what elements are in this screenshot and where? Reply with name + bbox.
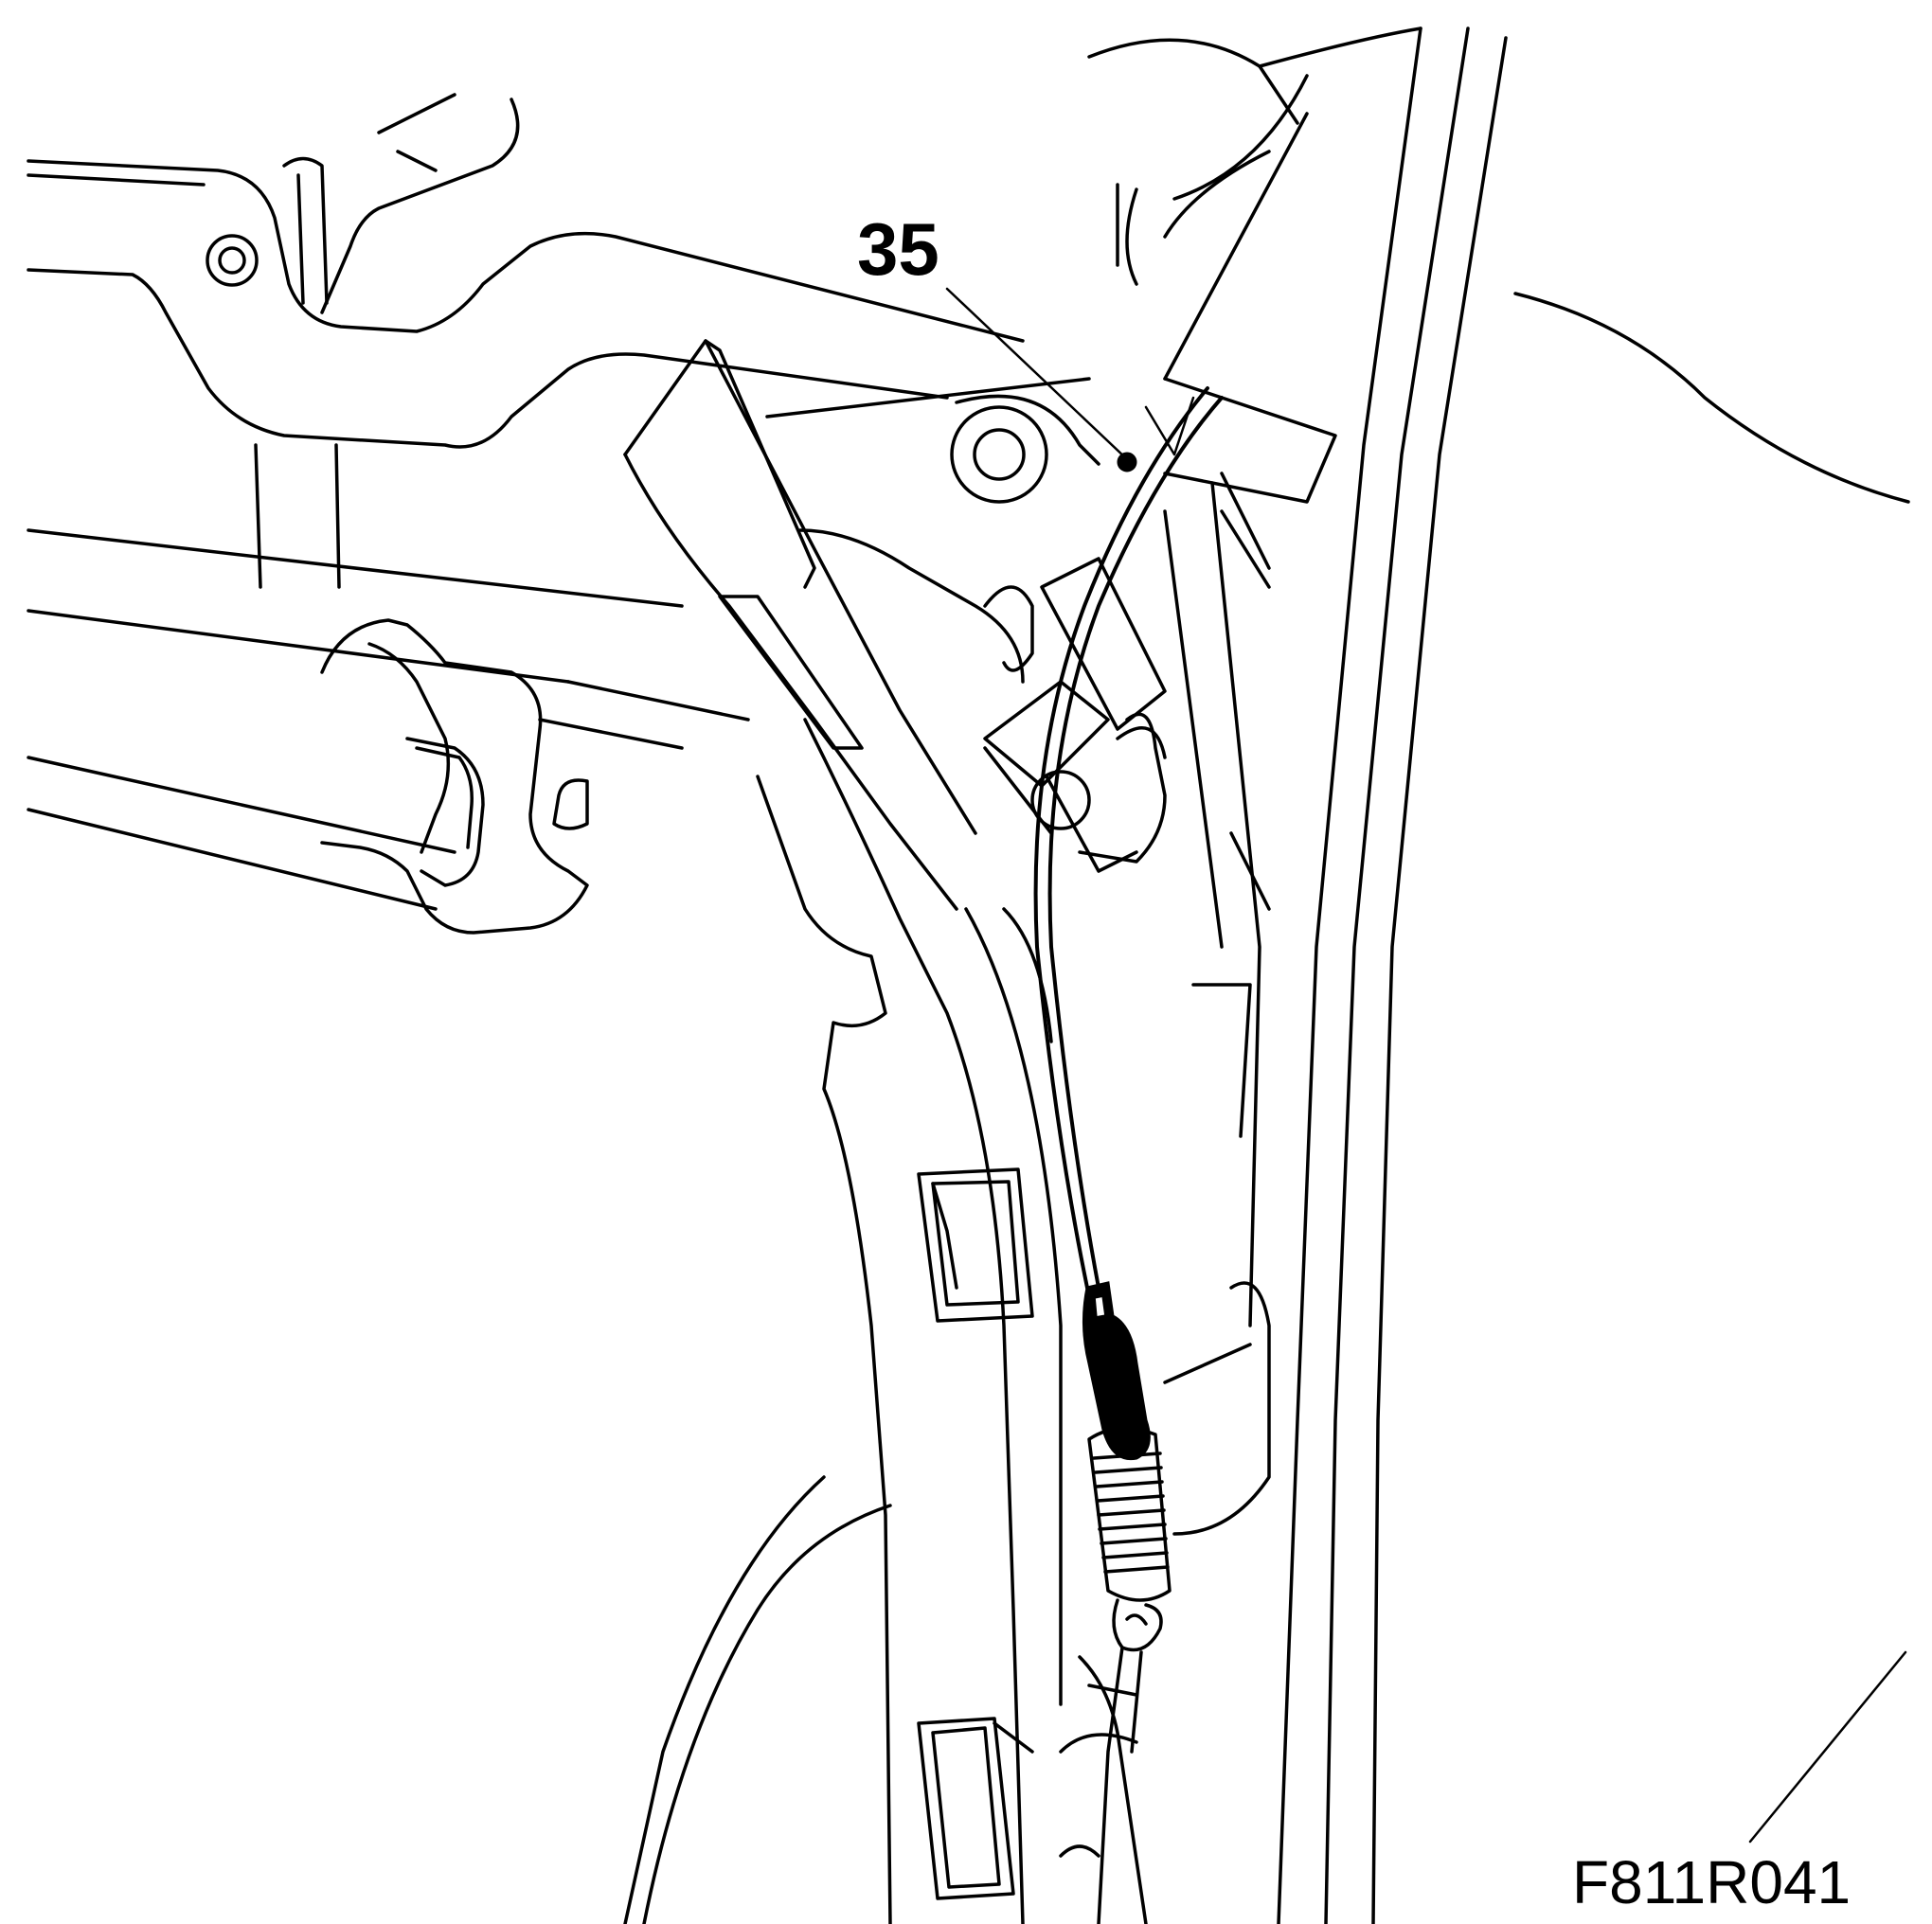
callout-dot (1117, 452, 1137, 472)
horizontal-struts (27, 528, 750, 911)
strut-clamp (320, 618, 684, 935)
right-panel (1087, 27, 1910, 1924)
callout-label: 35 (857, 207, 939, 291)
spring-assembly (1082, 1281, 1172, 1924)
lower-column (756, 718, 1063, 1924)
callout-35: 35 (857, 207, 1137, 472)
lower-body (623, 1475, 1148, 1924)
center-bracket (623, 339, 1100, 911)
figure-id-leader-line (1748, 1650, 1907, 1844)
callout-leader-line (945, 287, 1129, 461)
hinge-bracket (27, 93, 1025, 589)
cable (1033, 386, 1224, 1290)
lever-roller (983, 557, 1167, 873)
spring-coil (1087, 1426, 1172, 1602)
figure-label: F811R041 (1572, 1650, 1907, 1916)
figure-id: F811R041 (1572, 1848, 1851, 1916)
